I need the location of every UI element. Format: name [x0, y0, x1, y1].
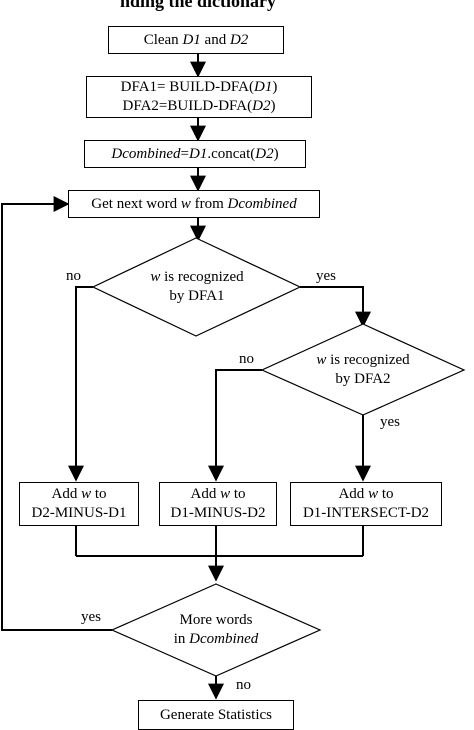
clean-box: Clean D1 and D2 — [108, 26, 284, 54]
clean-label: Clean D1 and D2 — [143, 31, 249, 48]
generate-statistics-box: Generate Statistics — [138, 700, 294, 730]
add-d1-intersect-d2-box: Add w to D1-INTERSECT-D2 — [290, 482, 442, 526]
generate-statistics-label: Generate Statistics — [159, 706, 273, 723]
add-d2-minus-d1-box: Add w to D2-MINUS-D1 — [19, 482, 139, 526]
next-word-label: Get next word w from Dcombined — [91, 195, 297, 212]
decision1-yes-label: yes — [316, 268, 336, 284]
edge-more-words-yes-loop — [1, 196, 112, 631]
decision1-no-label: no — [66, 268, 81, 284]
figure-title-fragment: nding the dictionary — [120, 0, 277, 11]
more-words-yes-label: yes — [81, 609, 101, 625]
next-word-box: Get next word w from Dcombined — [68, 190, 320, 218]
more-words-diamond — [110, 583, 322, 677]
decision2-yes-label: yes — [380, 414, 400, 430]
more-words-no-label: no — [236, 677, 251, 693]
concat-label: Dcombined=D1.concat(D2) — [111, 145, 279, 162]
decision2-label: w is recognized by DFA2 — [316, 352, 410, 387]
concat-box: Dcombined=D1.concat(D2) — [84, 140, 306, 168]
decision1-diamond — [91, 237, 302, 337]
decision1-label: w is recognized by DFA1 — [150, 269, 244, 304]
decision2-diamond — [260, 323, 466, 416]
build-dfa-box: DFA1= BUILD-DFA(D1) DFA2=BUILD-DFA(D2) — [86, 76, 312, 118]
build-dfa-label: DFA1= BUILD-DFA(D1) DFA2=BUILD-DFA(D2) — [120, 79, 278, 114]
more-words-label: More words in Dcombined — [173, 612, 259, 647]
edge-decision1-no — [68, 286, 93, 482]
edge-decision2-no — [208, 369, 262, 482]
add-d1-minus-d2-box: Add w to D1-MINUS-D2 — [159, 482, 277, 526]
decision2-no-label: no — [239, 351, 254, 367]
edge-decision1-yes — [300, 286, 371, 328]
